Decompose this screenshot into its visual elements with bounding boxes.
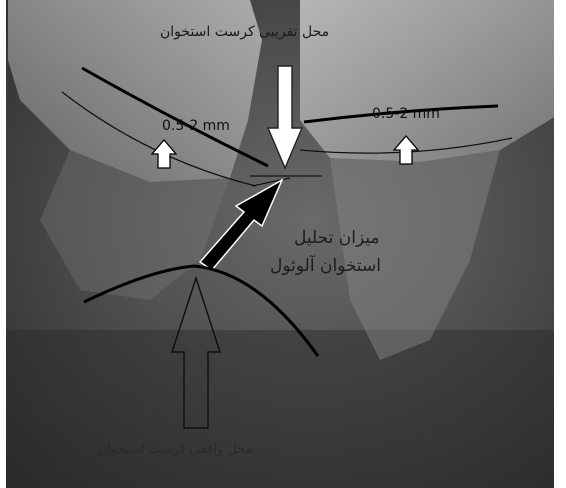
measurement-label-left: 0.5-2 mm bbox=[162, 118, 230, 134]
resorption-label-line1: میزان تحلیل bbox=[294, 228, 380, 248]
frame-right-strip bbox=[554, 0, 566, 488]
frame-left-strip bbox=[0, 0, 6, 488]
approx-crest-label: محل تقریبی کرست استخوان bbox=[160, 24, 329, 40]
xray-lower-dark bbox=[0, 330, 566, 488]
actual-crest-label: محل واقعی کرست استخوان bbox=[98, 442, 253, 457]
resorption-label-line2: استخوان آلوئول bbox=[270, 256, 381, 276]
measurement-label-right: 0.5-2 mm bbox=[372, 106, 440, 122]
